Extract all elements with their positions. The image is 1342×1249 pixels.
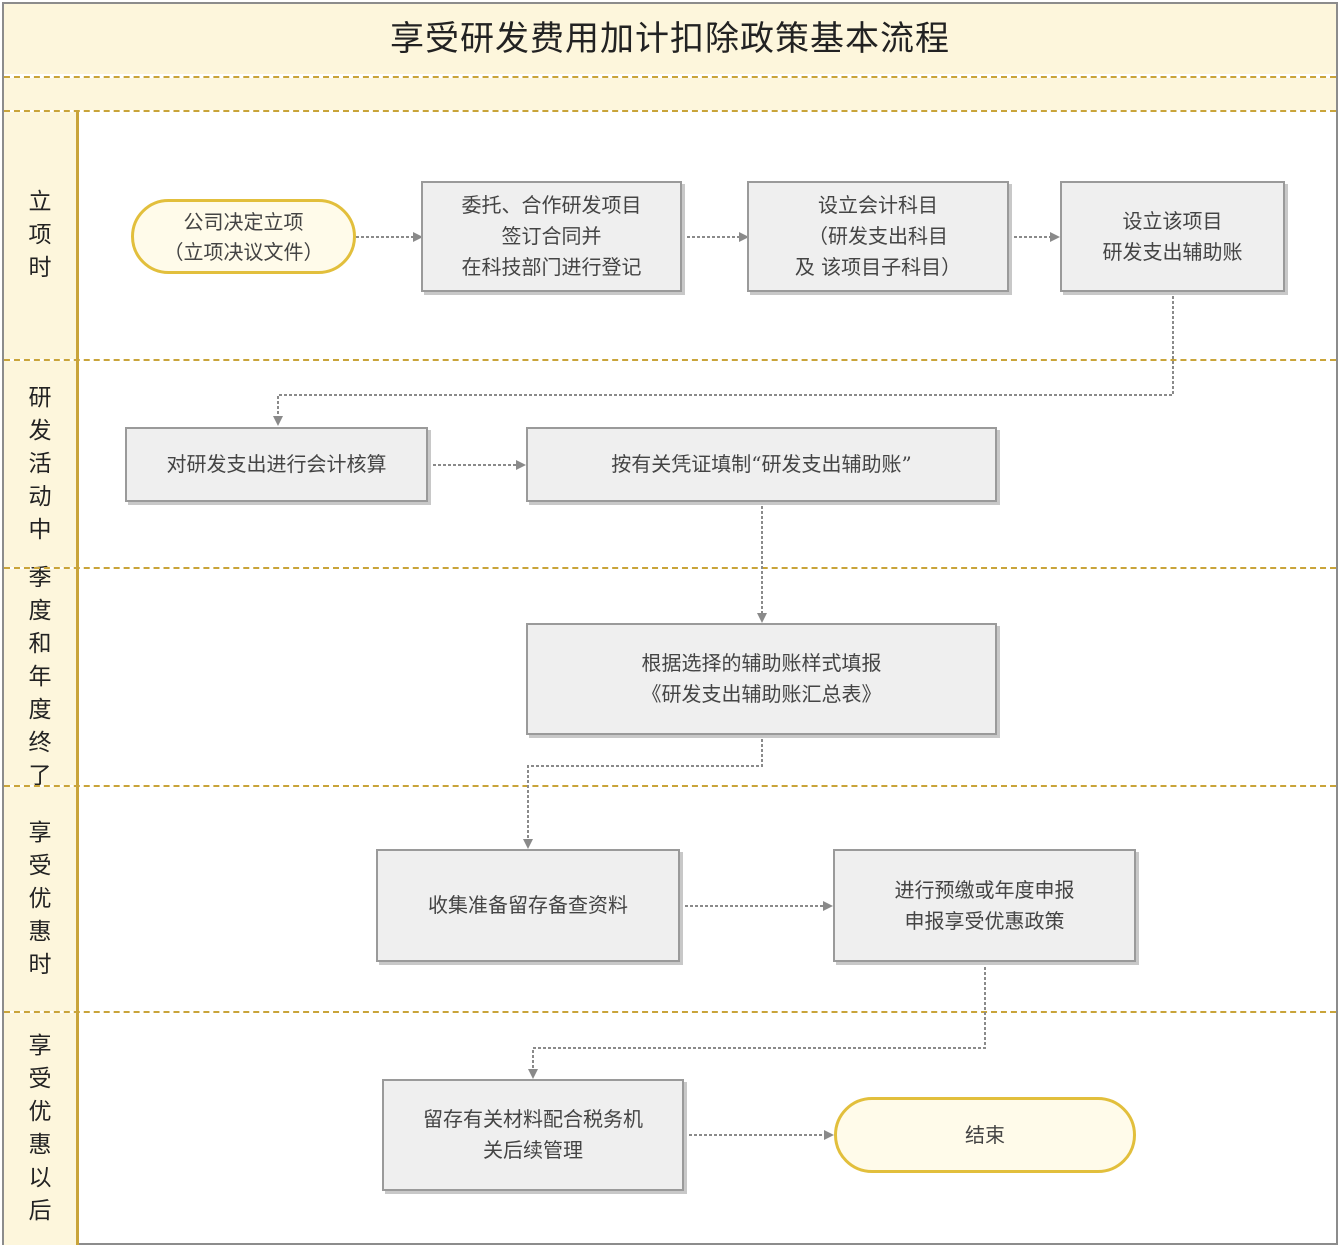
lane-separator — [4, 1011, 1336, 1013]
title-band: 享受研发费用加计扣除政策基本流程 — [4, 4, 1336, 74]
process-box-retain: 留存有关材料配合税务机 关后续管理 — [382, 1079, 684, 1191]
node-text-line: 公司决定立项 — [183, 209, 304, 234]
node-text-line: 委托、合作研发项目 — [461, 193, 642, 217]
node-text-line: 留存有关材料配合税务机 — [423, 1107, 643, 1131]
node-text-line: 设立会计科目 — [818, 193, 938, 217]
start-terminal: 公司决定立项 （立项决议文件） — [131, 199, 356, 274]
lane-separator — [4, 359, 1336, 361]
node-text-line: 收集准备留存备查资料 — [428, 893, 628, 917]
process-box-declare: 进行预缴或年度申报 申报享受优惠政策 — [833, 849, 1136, 962]
node-text-line: 结束 — [965, 1123, 1005, 1147]
node-text-line: （研发支出科目 — [808, 224, 948, 248]
lane-label-quarter-year-end: 季度和年度终了 — [4, 565, 76, 789]
node-text-line: 根据选择的辅助账样式填报 — [641, 651, 882, 675]
node-text-line: 《研发支出辅助账汇总表》 — [641, 682, 882, 706]
header-spacer-band — [4, 78, 1336, 110]
node-text-line: 研发支出辅助账 — [1102, 239, 1243, 264]
lane-label-text: 季度和年度终了 — [28, 564, 52, 789]
process-box-contract: 委托、合作研发项目 签订合同并 在科技部门进行登记 — [421, 181, 682, 292]
node-text-line: 申报享受优惠政策 — [904, 908, 1065, 933]
lane-separator — [4, 110, 1336, 112]
lane-label-text: 享受优惠时 — [28, 819, 52, 978]
lane-header-divider — [76, 112, 79, 1245]
node-text-line: 对研发支出进行会计核算 — [166, 452, 387, 476]
node-text-line: 签订合同并 — [501, 224, 602, 248]
process-box-collect: 收集准备留存备查资料 — [376, 849, 680, 962]
node-text-line: 在科技部门进行登记 — [461, 255, 642, 279]
process-box-ledger: 设立该项目 研发支出辅助账 — [1060, 181, 1285, 292]
lane-label-text: 立项时 — [28, 189, 52, 281]
node-text-line: 及 该项目子科目） — [794, 255, 962, 279]
node-text-line: 按有关凭证填制“研发支出辅助账” — [611, 452, 912, 476]
node-text-line: 进行预缴或年度申报 — [894, 877, 1075, 902]
lane-separator — [4, 785, 1336, 787]
process-box-accounts: 设立会计科目 （研发支出科目 及 该项目子科目） — [747, 181, 1009, 292]
node-text-line: 设立该项目 — [1122, 208, 1223, 233]
process-box-summary: 根据选择的辅助账样式填报 《研发支出辅助账汇总表》 — [526, 623, 997, 735]
process-box-accounting: 对研发支出进行会计核算 — [125, 427, 428, 502]
lane-label-rd-activity: 研发活动中 — [4, 361, 76, 567]
lane-label-text: 享受优惠以后 — [28, 1033, 52, 1224]
lane-separator — [4, 567, 1336, 569]
process-box-fill-ledger: 按有关凭证填制“研发支出辅助账” — [526, 427, 997, 502]
lane-label-project-approval: 立项时 — [4, 112, 76, 359]
diagram-title: 享受研发费用加计扣除政策基本流程 — [390, 19, 950, 59]
node-text-line: 关后续管理 — [483, 1138, 583, 1162]
node-text-line: （立项决议文件） — [163, 239, 324, 264]
end-terminal: 结束 — [834, 1097, 1136, 1173]
lane-label-after-incentive: 享受优惠以后 — [4, 1013, 76, 1245]
lane-label-enjoy-incentive: 享受优惠时 — [4, 787, 76, 1011]
lane-label-text: 研发活动中 — [28, 384, 52, 543]
lane-separator — [4, 76, 1336, 78]
